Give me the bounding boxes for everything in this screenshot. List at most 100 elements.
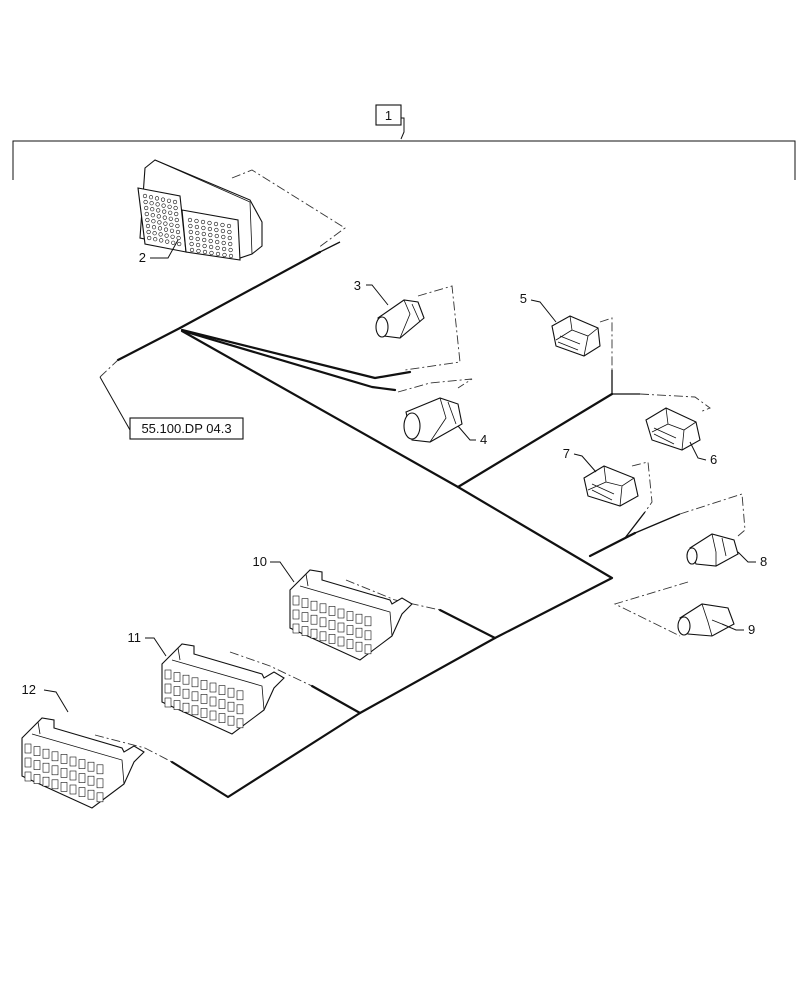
pin-hole <box>228 241 233 247</box>
callout-2-leader <box>150 239 179 259</box>
dash-8 <box>679 493 746 537</box>
pin-hole <box>200 219 206 225</box>
reference-callout[interactable]: 55.100.DP 04.3 <box>99 376 244 440</box>
connector-cavity <box>346 639 354 649</box>
connector-cavity <box>191 691 199 702</box>
connector-cavity <box>78 759 86 769</box>
pin-hole <box>176 235 181 241</box>
connector-9: 9 <box>677 603 755 637</box>
connector-5: 5 <box>520 291 601 357</box>
connector-cavity <box>227 701 235 712</box>
pin-hole <box>189 241 194 247</box>
pin-hole <box>202 243 207 249</box>
connector-cavity <box>200 680 208 690</box>
connector-7-detail <box>587 465 635 507</box>
connector-cavity <box>164 669 172 680</box>
reference-box[interactable] <box>129 417 244 440</box>
connector-cavity <box>236 690 244 701</box>
connector-cavity <box>328 634 336 644</box>
main-callout-label: 1 <box>385 108 392 123</box>
pin-hole <box>196 248 201 254</box>
dash-9 <box>613 581 689 637</box>
connector-cavity <box>96 764 104 775</box>
connector-cavity <box>209 710 217 721</box>
connector-cavity <box>78 787 86 797</box>
main-callout-leader <box>400 117 405 140</box>
wire-end-8 <box>634 513 681 534</box>
pin-hole <box>189 247 195 253</box>
connector-cavity <box>218 699 226 709</box>
connector-cavity <box>209 696 217 707</box>
pin-hole <box>151 219 156 224</box>
connector-cavity <box>355 627 363 638</box>
connector-cavity <box>364 630 372 641</box>
connector-12-detail <box>31 721 125 785</box>
callout-7-leader <box>573 453 597 473</box>
pin-hole <box>222 252 227 258</box>
connector-11-detail <box>171 647 265 711</box>
callout-12-leader <box>43 689 69 713</box>
pin-hole <box>174 217 179 223</box>
callout-11-label: 11 <box>128 630 142 645</box>
connector-cavity <box>310 628 318 639</box>
callout-4-leader <box>457 425 476 441</box>
pin-hole <box>159 238 164 243</box>
connector-4-face <box>403 412 421 440</box>
connector-cavity <box>96 778 104 789</box>
connector-cavity <box>60 768 68 778</box>
wire-end-7 <box>624 511 646 539</box>
pin-hole <box>144 211 149 217</box>
connector-cavity <box>292 623 300 634</box>
connector-cavity <box>33 760 41 770</box>
callout-6-label: 6 <box>710 452 717 467</box>
wiring-harness <box>116 241 681 799</box>
pin-hole <box>164 233 169 238</box>
callout-5-label: 5 <box>520 291 527 306</box>
callout-9-label: 9 <box>748 622 755 637</box>
connector-cavity <box>337 608 345 619</box>
pin-hole <box>214 227 219 233</box>
pin-hole <box>221 240 226 246</box>
pin-hole <box>215 239 220 245</box>
connector-cavity <box>346 625 354 635</box>
pin-hole <box>152 231 157 236</box>
pin-hole <box>168 216 173 221</box>
connector-cavity <box>60 782 68 792</box>
pin-hole <box>202 249 208 255</box>
callout-3-label: 3 <box>354 278 361 293</box>
pin-hole <box>168 210 173 215</box>
connector-4-detail <box>429 397 457 443</box>
dash-11 <box>229 651 313 687</box>
connector-cavity <box>191 677 199 688</box>
pin-hole <box>172 199 178 205</box>
dash-3 <box>404 285 461 371</box>
connector-cavity <box>24 757 32 768</box>
connector-cavity <box>236 704 244 715</box>
connector-cavity <box>227 687 235 698</box>
connector-cavity <box>218 685 226 695</box>
connector-cavity <box>24 743 32 754</box>
dash-6 <box>639 393 711 413</box>
connector-cavity <box>355 641 363 652</box>
connector-cavity <box>87 775 95 786</box>
connector-cavity <box>42 762 50 773</box>
connector-cavity <box>218 713 226 723</box>
connector-cavity <box>346 611 354 621</box>
connector-cavity <box>209 682 217 693</box>
pin-hole <box>195 230 200 236</box>
dash-12 <box>94 734 173 763</box>
connector-cavity <box>173 672 181 682</box>
pin-hole <box>167 204 172 209</box>
connector-11: 11 <box>128 630 285 735</box>
wire-branch-3 <box>180 328 412 380</box>
callout-11-leader <box>145 637 167 657</box>
pin-hole <box>163 227 169 232</box>
connector-cavity <box>301 612 309 622</box>
callout-9-leader <box>721 623 744 631</box>
pin-hole <box>188 229 193 235</box>
pin-hole <box>214 233 219 239</box>
connector-7-pins <box>591 483 615 501</box>
wire-branch-2 <box>178 250 322 330</box>
dash-2 <box>231 169 346 249</box>
